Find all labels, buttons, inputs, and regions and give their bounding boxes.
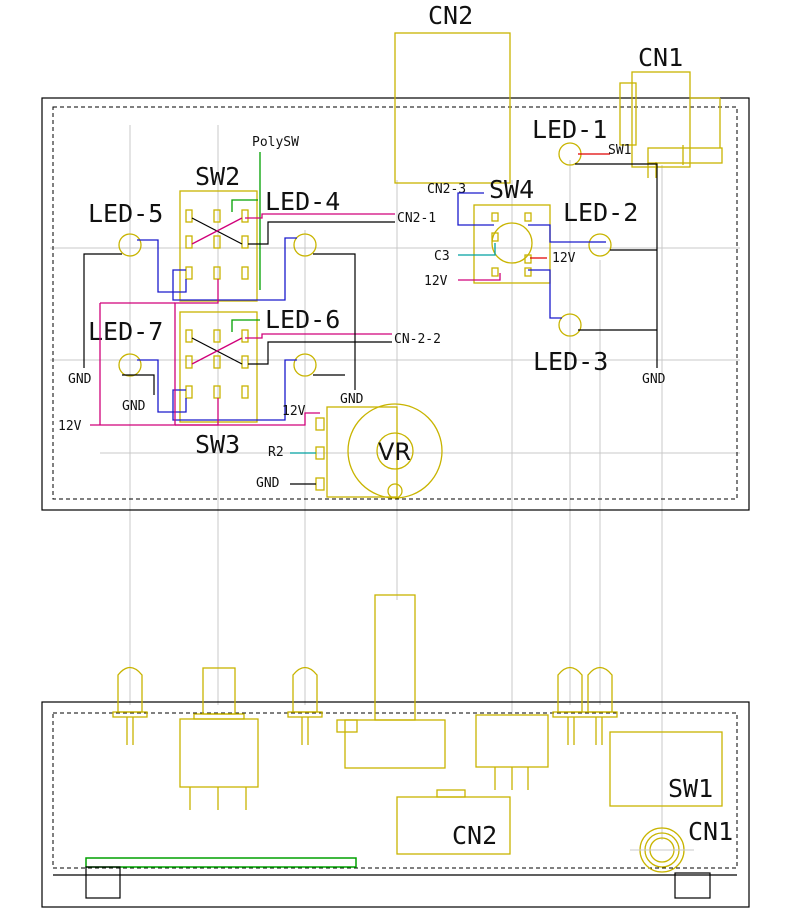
v12-vr-label: 12V <box>282 404 306 419</box>
led3-label: LED-3 <box>533 347 608 376</box>
sw2-label: SW2 <box>195 162 240 191</box>
gnd-left2-label: GND <box>122 399 146 414</box>
led7-label: LED-7 <box>88 317 163 346</box>
sw4-symbol <box>473 204 551 284</box>
gnd-mid-label: GND <box>340 392 364 407</box>
bottom-bracket <box>85 866 121 899</box>
cn2-top-label: CN2 <box>428 1 473 30</box>
led4-label: LED-4 <box>265 187 340 216</box>
v12-sw4-right-label: 12V <box>552 251 576 266</box>
cn2-top-body <box>394 32 511 184</box>
sw1-top-label: SW1 <box>608 143 631 158</box>
bottom-sw4 <box>475 714 549 790</box>
sw4-label: SW4 <box>489 175 534 204</box>
cn1-top-label: CN1 <box>638 43 683 72</box>
led2-symbol <box>588 233 657 257</box>
polysw-label: PolySW <box>252 135 299 150</box>
bottom-vr <box>336 594 446 769</box>
bottom-cn2 <box>396 789 511 855</box>
vr-label: VR <box>378 438 411 466</box>
led1-label: LED-1 <box>532 115 607 144</box>
cn2-3-label: CN2-3 <box>427 182 466 197</box>
led2-label: LED-2 <box>563 198 638 227</box>
sw1-bottom-label: SW1 <box>668 774 713 803</box>
cn2-2-label: CN-2-2 <box>394 332 441 347</box>
led7-symbol <box>118 353 142 377</box>
bottom-pcb <box>85 857 357 868</box>
led6-label: LED-6 <box>265 305 340 334</box>
led4-symbol <box>293 233 317 257</box>
sw3-label: SW3 <box>195 430 240 459</box>
bottom-led-left <box>112 666 148 745</box>
led6-symbol <box>293 353 317 377</box>
led1-symbol <box>558 142 610 166</box>
vr-symbol <box>315 403 443 499</box>
bottom-sw1 <box>609 731 723 807</box>
bottom-toggle-switch <box>179 667 259 810</box>
bottom-led-middle <box>287 666 323 745</box>
c3-label: C3 <box>434 249 450 264</box>
led5-symbol <box>118 233 142 257</box>
cn2-bottom-label: CN2 <box>452 821 497 850</box>
guide-lines <box>50 125 740 840</box>
gnd-vr-label: GND <box>256 476 280 491</box>
gnd-right-label: GND <box>642 372 666 387</box>
cn1-top-body <box>619 71 723 178</box>
cn2-1-label: CN2-1 <box>397 211 436 226</box>
top-panel-inner-dashed <box>52 106 738 500</box>
bottom-led-right-pair <box>552 666 618 745</box>
gnd-left1-label: GND <box>68 372 92 387</box>
v12-left-label: 12V <box>58 419 82 434</box>
v12-sw4-left-label: 12V <box>424 274 448 289</box>
bottom-panel-inner-dashed <box>52 712 738 869</box>
cn1-bottom-label: CN1 <box>688 817 733 846</box>
bottom-panel-outline <box>41 701 750 908</box>
bottom-cn1 <box>630 827 711 899</box>
led5-label: LED-5 <box>88 199 163 228</box>
led3-symbol <box>558 313 657 337</box>
r2-label: R2 <box>268 445 284 460</box>
